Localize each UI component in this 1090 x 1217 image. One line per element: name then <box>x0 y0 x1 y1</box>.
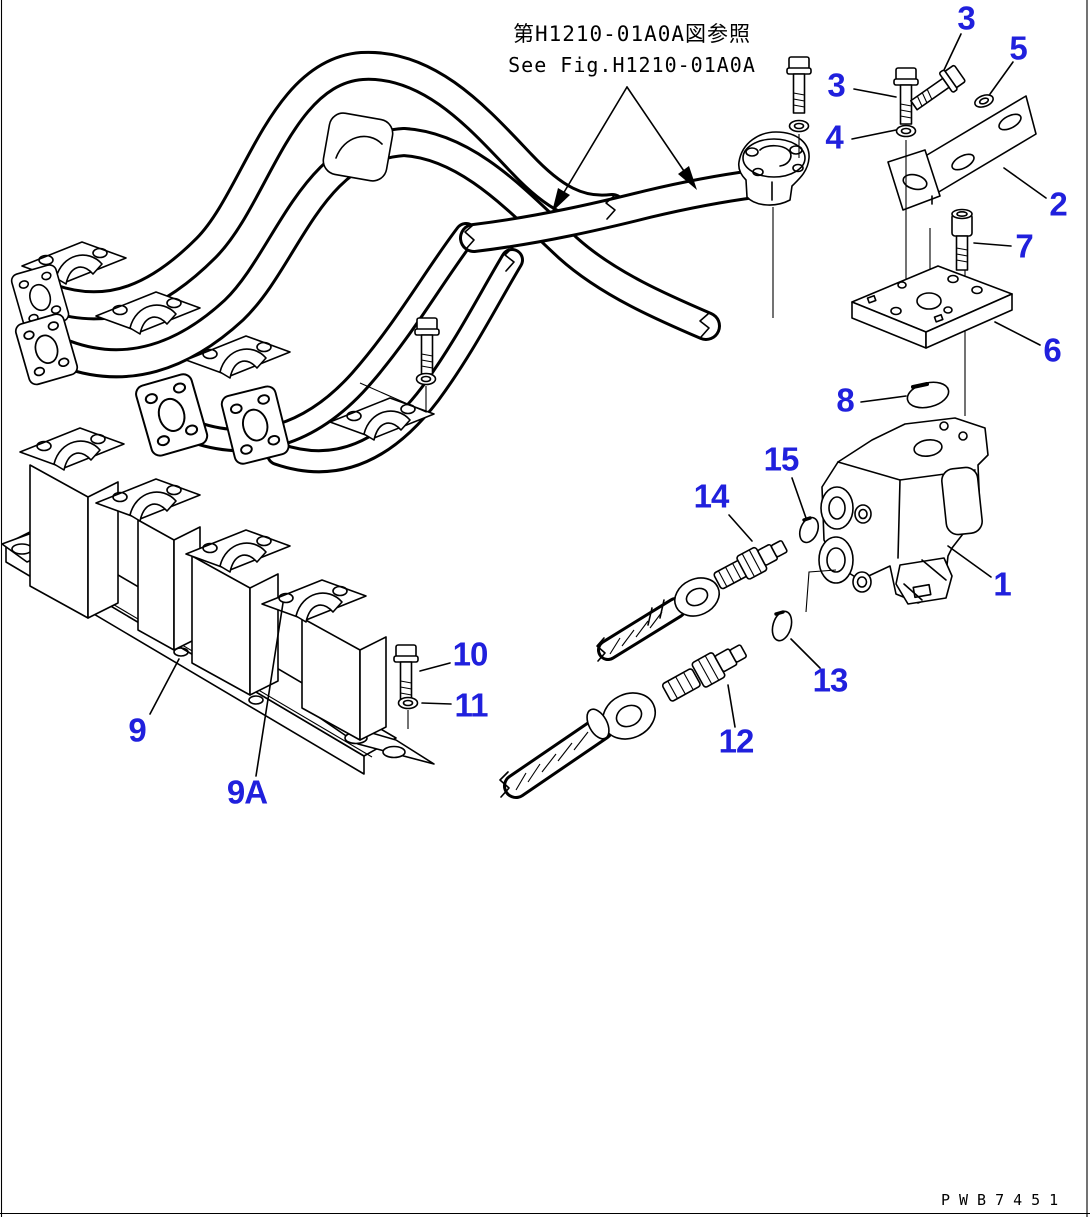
socket-bolt-7 <box>951 208 973 271</box>
bolt-10 <box>393 644 419 702</box>
callout-15: 15 <box>763 440 800 478</box>
callout-3: 3 <box>827 66 845 104</box>
fitting-12 <box>661 644 747 702</box>
clamp-washer-center <box>415 372 437 386</box>
callout-10: 10 <box>452 635 489 673</box>
washer-11 <box>397 696 419 710</box>
callout-13: 13 <box>812 661 849 699</box>
pipe-flange-block <box>737 131 810 206</box>
callout-9A: 9A <box>226 773 268 811</box>
callout-9: 9 <box>128 711 146 749</box>
o-ring-15 <box>798 516 820 544</box>
pipe-clamp-block <box>322 112 394 182</box>
assembly-axis-lines <box>359 382 427 729</box>
fitting-14 <box>713 540 788 590</box>
callout-7: 7 <box>1015 227 1033 265</box>
bracket-assembly <box>887 95 1037 211</box>
callout-1: 1 <box>993 565 1011 603</box>
drawing-code: PWB7451 <box>941 1191 1068 1209</box>
leader-lines <box>149 33 1047 777</box>
hose-upper <box>596 577 720 662</box>
reference-note-japanese: 第H1210-01A0A図参照 <box>512 22 752 46</box>
reference-arrows <box>552 86 697 212</box>
callout-14: 14 <box>693 477 730 515</box>
washer-5 <box>972 91 996 111</box>
callout-2: 2 <box>1049 185 1067 223</box>
piping-assembly <box>37 50 769 474</box>
callout-3: 3 <box>957 0 975 37</box>
o-ring-8 <box>906 381 950 409</box>
hose-lower <box>499 692 656 799</box>
callout-4: 4 <box>825 118 843 156</box>
bolt-3-mid <box>893 67 919 125</box>
reference-note-english: See Fig.H1210-01A0A <box>508 53 756 77</box>
washer-4-mid <box>895 124 917 138</box>
valve-body <box>818 417 989 605</box>
plate-assembly <box>772 134 1013 416</box>
callout-6: 6 <box>1043 331 1061 369</box>
washer-4-left <box>788 119 810 133</box>
o-ring-13 <box>771 569 837 642</box>
reference-note: 第H1210-01A0A図参照 See Fig.H1210-01A0A <box>462 18 802 77</box>
mounting-frame <box>1 464 435 775</box>
callout-12: 12 <box>718 722 755 760</box>
callout-8: 8 <box>836 381 854 419</box>
callout-11: 11 <box>454 686 489 724</box>
callout-5: 5 <box>1009 29 1027 67</box>
